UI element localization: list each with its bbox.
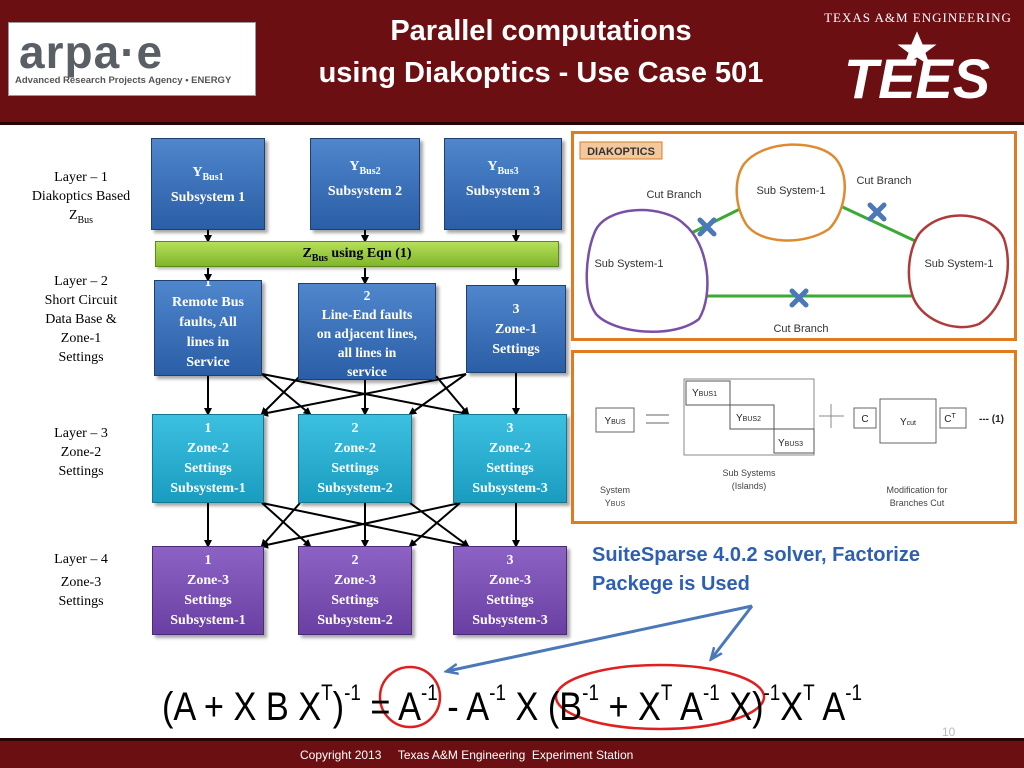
svg-text:Sub System-1: Sub System-1 xyxy=(924,258,993,270)
diakoptics-tag xyxy=(579,141,663,160)
svg-text:DIAKOPTICS: DIAKOPTICS xyxy=(587,146,655,158)
svg-text:Sub System-1: Sub System-1 xyxy=(594,258,663,270)
slide-header: arpa·e Advanced Research Projects Agency… xyxy=(0,0,1024,125)
svg-text:Branches Cut: Branches Cut xyxy=(890,498,945,508)
tees-logo-text: TEES xyxy=(844,47,990,102)
svg-text:YBUS3: YBUS3 xyxy=(778,438,803,449)
svg-text:Modification for: Modification for xyxy=(886,485,947,495)
svg-text:--- (1): --- (1) xyxy=(979,414,1004,425)
woodbury-formula: (A + X B XT)-1 = A-1 - A-1 X (B-1 + XT A… xyxy=(162,680,862,729)
svg-text:Sub Systems: Sub Systems xyxy=(722,468,776,478)
texas-am-engineering-label: TEXAS A&M ENGINEERING xyxy=(824,10,1012,25)
cut-mark-icon xyxy=(697,202,887,308)
arpa-e-logo-subtitle: Advanced Research Projects Agency • ENER… xyxy=(15,75,232,86)
slide-footer: Copyright 2013 Texas A&M Engineering Exp… xyxy=(0,738,1024,768)
svg-text:Ycut: Ycut xyxy=(900,417,916,428)
svg-text:YBUS2: YBUS2 xyxy=(736,413,761,424)
title-line-1: Parallel computations xyxy=(390,15,692,47)
layer-1-label: Layer – 1 Diakoptics Based ZBus xyxy=(31,170,131,226)
subsystem-top-shape xyxy=(735,143,847,242)
annotation-arrow-left xyxy=(448,604,753,671)
arpa-e-logo-text: arpa·e xyxy=(19,26,164,78)
subsystem-right-shape xyxy=(907,214,1010,329)
svg-text:YBUS: YBUS xyxy=(605,498,626,508)
subsystem-left-shape xyxy=(585,208,709,333)
highlight-circle-a-inverse xyxy=(378,665,442,729)
svg-text:CT: CT xyxy=(944,413,956,425)
svg-text:Cut Branch: Cut Branch xyxy=(856,175,911,187)
svg-text:(A + X B XT)-1 = A-1 - A-1 X (: (A + X B XT)-1 = A-1 - A-1 X (B-1 + XT A… xyxy=(162,680,862,729)
zbus-equation-bar: ZBus using Eqn (1) xyxy=(155,241,559,267)
matrix-equation-diagram: YBUS YBUS1 YBUS2 YBUS3 C Ycut CT --- (1)… xyxy=(595,378,1004,508)
matrix-equation-panel: YBUS YBUS1 YBUS2 YBUS3 C Ycut CT --- (1)… xyxy=(571,350,1017,524)
annotation-arrow-right xyxy=(712,605,754,658)
ybus1-subsystem-1-box: YBus1 Subsystem 1 xyxy=(151,138,265,230)
highlight-circle-inner-term xyxy=(554,663,766,731)
svg-text:Cut Branch: Cut Branch xyxy=(773,323,828,335)
diakoptics-diagram: DIAKOPTICS Sub System-1 Sub System-1 Sub… xyxy=(579,141,1010,335)
svg-text:YBUS1: YBUS1 xyxy=(692,388,717,399)
slide-title: Parallel computations using Diakoptics -… xyxy=(262,10,820,94)
arpa-e-logo: arpa·e Advanced Research Projects Agency… xyxy=(8,22,256,96)
svg-text:YBUS: YBUS xyxy=(604,416,625,427)
solver-note: SuiteSparse 4.0.2 solver, Factorize Pack… xyxy=(592,544,920,595)
svg-text:Cut Branch: Cut Branch xyxy=(646,189,701,201)
page-number: 10 xyxy=(942,725,956,739)
diakoptics-panel: DIAKOPTICS Sub System-1 Sub System-1 Sub… xyxy=(571,131,1017,341)
ybus3-subsystem-3-box: YBus3 Subsystem 3 xyxy=(444,138,562,230)
copyright-text: Copyright 2013 Texas A&M Engineering Exp… xyxy=(300,748,634,762)
ybus2-subsystem-2-box: YBus2 Subsystem 2 xyxy=(310,138,420,230)
svg-text:System: System xyxy=(600,485,630,495)
tees-logo: TEES xyxy=(844,30,990,102)
svg-text:Sub System-1: Sub System-1 xyxy=(756,185,825,197)
title-line-2: using Diakoptics - Use Case 501 xyxy=(318,57,764,89)
svg-text:C: C xyxy=(861,414,868,425)
svg-text:(Islands): (Islands) xyxy=(732,481,767,491)
